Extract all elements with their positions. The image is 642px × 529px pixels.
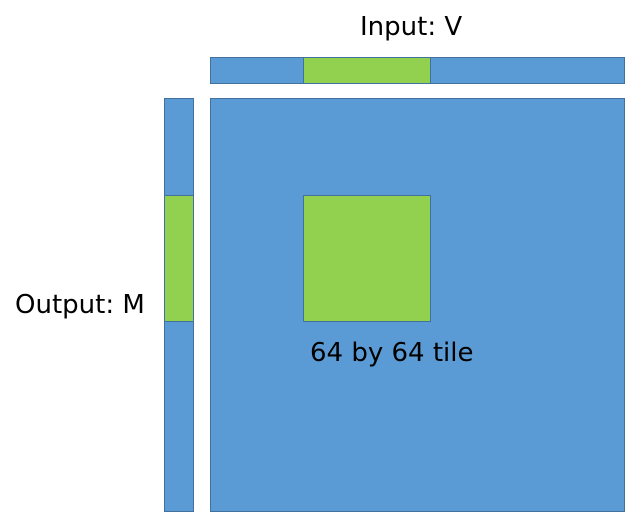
output-vector-highlight <box>164 195 194 322</box>
input-vector-highlight <box>303 57 431 84</box>
output-label: Output: M <box>15 290 145 320</box>
tile-label: 64 by 64 tile <box>310 338 474 368</box>
input-label: Input: V <box>360 12 463 42</box>
tile-block <box>303 195 431 322</box>
